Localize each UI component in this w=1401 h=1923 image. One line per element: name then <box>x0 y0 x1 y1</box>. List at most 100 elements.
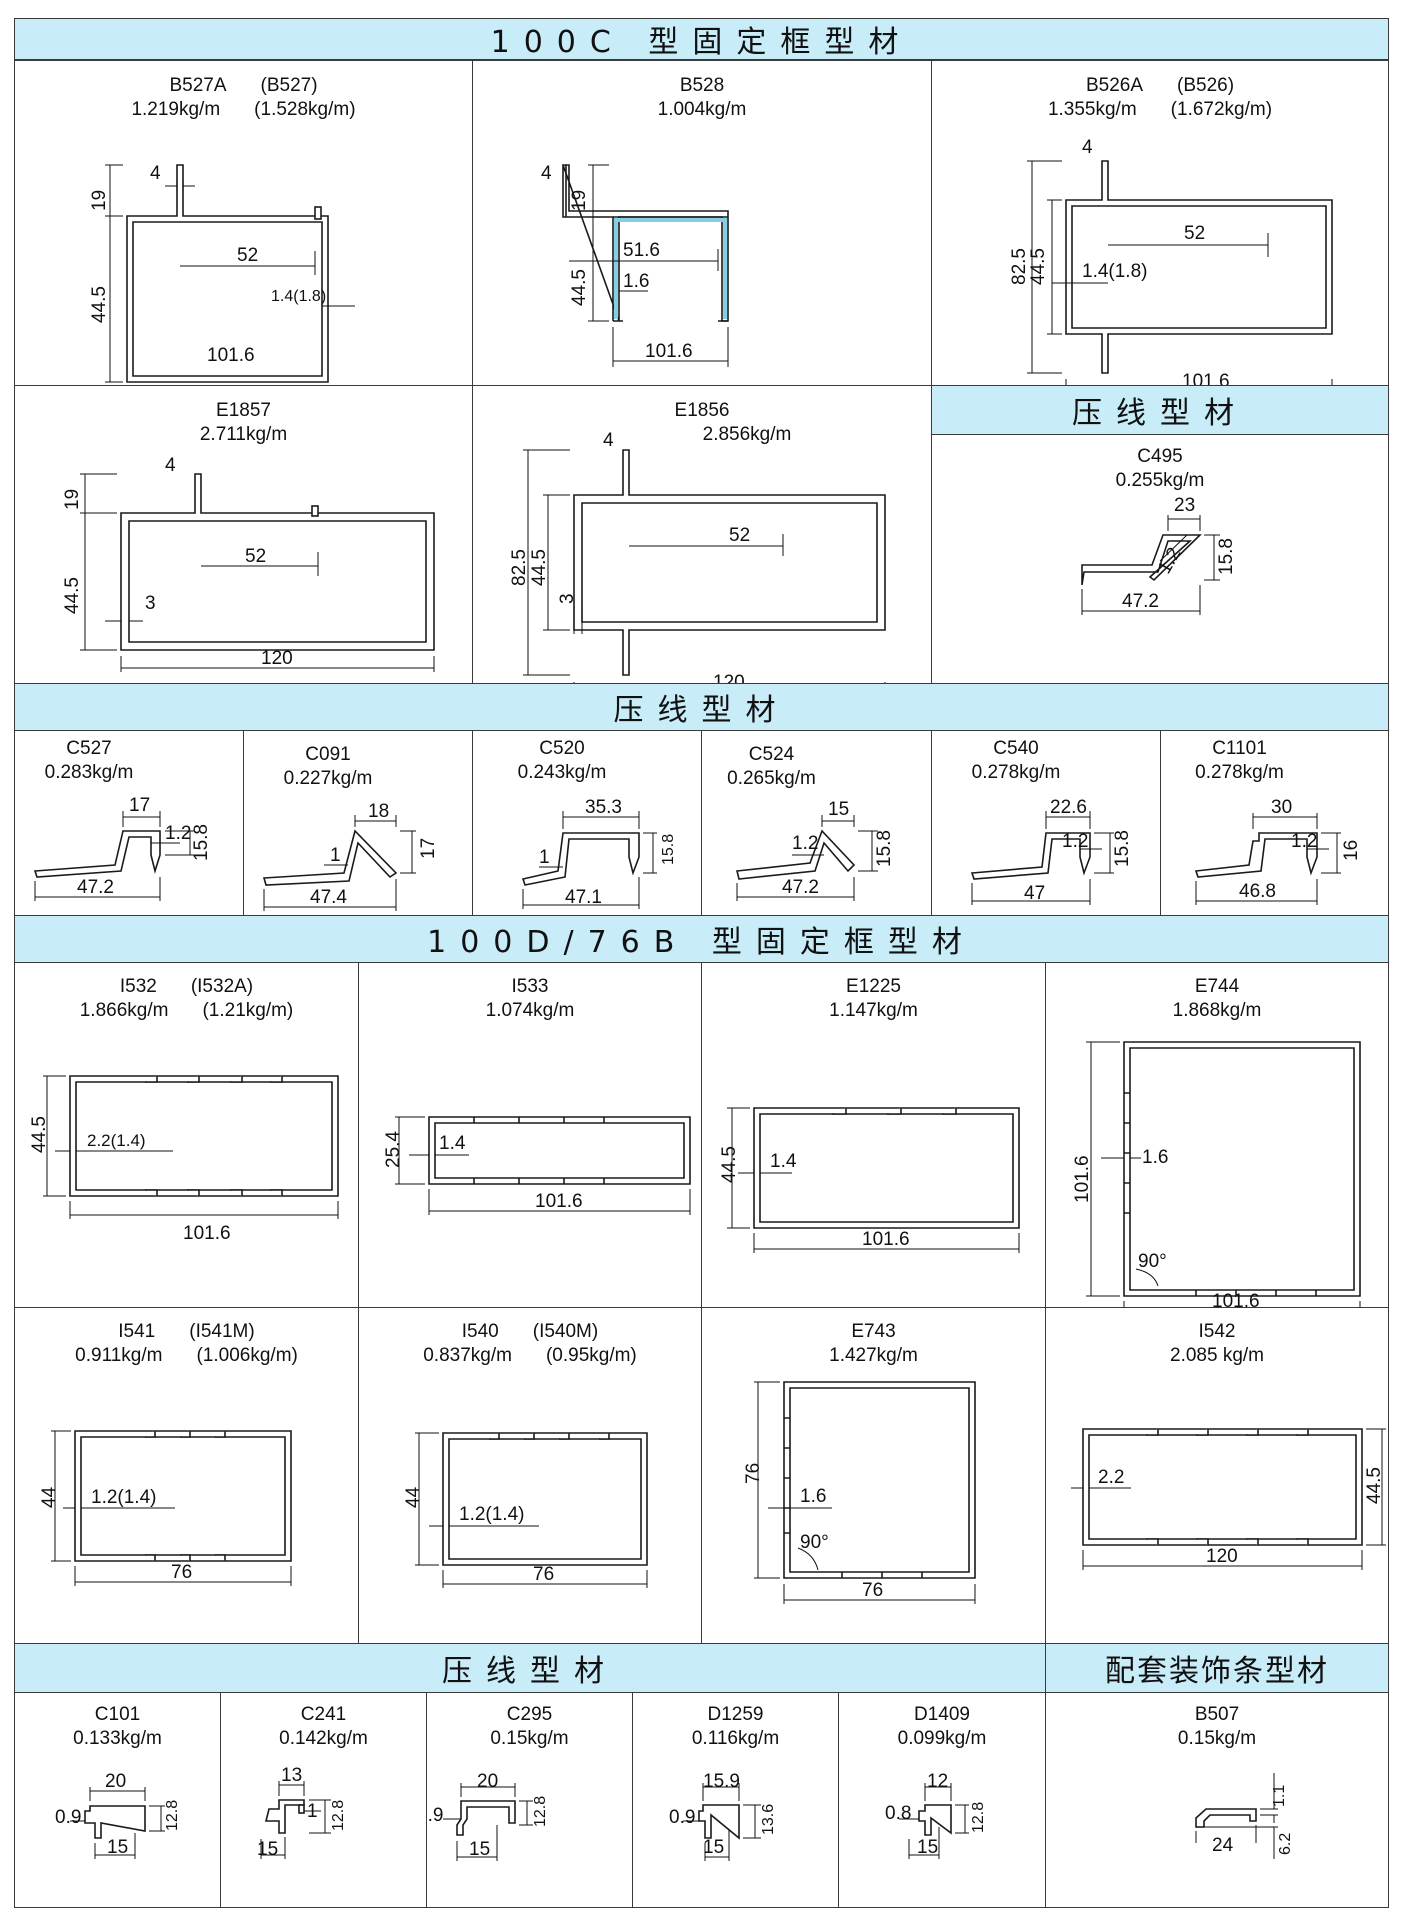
profile-drawing: 1.1 24 6.2 <box>1195 1773 1294 1859</box>
dim-52: 52 <box>237 245 258 266</box>
profile-weight: 0.15kg/m <box>1177 1728 1257 1749</box>
profile-drawing: 44.5 2.2(1.4) 101.6 <box>29 1075 339 1244</box>
dim-17: 17 <box>129 795 150 816</box>
dim-52: 52 <box>1184 223 1205 244</box>
profile-alt-code: (I540M) <box>532 1321 599 1342</box>
profile-caption: C101 0.133kg/m <box>15 1703 220 1751</box>
dim-23: 23 <box>1174 495 1195 516</box>
profile-code: D1409 <box>914 1704 970 1725</box>
profile-c1101: C1101 0.278kg/m 30 1.2 16 46.8 <box>1160 730 1389 916</box>
profile-caption: C091 0.227kg/m <box>244 743 442 791</box>
dim-0-9: 0.9 <box>55 1807 81 1828</box>
profile-weight: 1.355kg/m <box>1047 99 1137 120</box>
profile-drawing: 15.9 0.9 13.6 15 <box>669 1771 777 1861</box>
dim-44-5: 44.5 <box>569 269 590 306</box>
profile-code: I542 <box>1198 1321 1236 1342</box>
profile-caption: B528 1.004kg/m <box>473 74 931 122</box>
dim-wall: 1.6 <box>800 1486 826 1507</box>
profile-e743: E743 1.427kg/m 76 1.6 90° 76 <box>701 1307 1046 1644</box>
dim-46-8: 46.8 <box>1239 881 1276 902</box>
dim-47-2: 47.2 <box>77 877 114 898</box>
dim-47-4: 47.4 <box>310 887 347 908</box>
profile-drawing: 20 0.9 12.8 15 <box>55 1771 181 1859</box>
profile-i542: I542 2.085 kg/m 2.2 44.5 120 <box>1045 1307 1389 1644</box>
profile-d1259: D1259 0.116kg/m 15.9 0.9 13.6 15 <box>632 1692 839 1908</box>
dim-101-6: 101.6 <box>183 1223 231 1244</box>
dim-120: 120 <box>1206 1546 1238 1567</box>
dim-47: 47 <box>1024 883 1045 904</box>
dim-13-6: 13.6 <box>760 1804 777 1835</box>
dim-15: 15 <box>107 1837 128 1858</box>
band-title: 压线型材 <box>613 693 790 728</box>
profile-alt-weight: (1.672kg/m) <box>1170 99 1273 120</box>
dim-15: 15 <box>828 799 849 820</box>
profile-c295: C295 0.15kg/m 20 0.9 12.8 15 <box>426 1692 633 1908</box>
dim-1: 1 <box>330 845 341 866</box>
dim-12: 12 <box>927 1771 948 1792</box>
profile-caption: D1259 0.116kg/m <box>633 1703 838 1751</box>
catalog-sheet: 100C 型固定框型材 B527A(B527) 1.219kg/m(1.528k… <box>14 18 1389 1908</box>
profile-weight: 2.711kg/m <box>199 424 288 445</box>
band-title: 压线型材 <box>442 1654 618 1689</box>
profile-caption: I540(I540M) 0.837kg/m(0.95kg/m) <box>359 1320 701 1368</box>
profile-alt-weight: (0.95kg/m) <box>545 1345 637 1366</box>
dim-51-6: 51.6 <box>623 240 660 261</box>
profile-code: E1857 <box>216 400 271 421</box>
profile-drawing: 4 82.5 44.5 52 3 120 <box>509 430 886 684</box>
profile-b526a: B526A(B526) 1.355kg/m(1.672kg/m) 4 82.5 … <box>931 60 1389 386</box>
dim-1-2: 1.2 <box>792 833 818 854</box>
dim-44-5: 44.5 <box>719 1146 740 1183</box>
dim-17: 17 <box>418 838 439 859</box>
profile-weight: 0.116kg/m <box>691 1728 780 1749</box>
profile-drawing: 4 82.5 44.5 52 1.4(1.8) 101.6 <box>1009 137 1333 386</box>
profile-weight: 1.866kg/m <box>79 1000 169 1021</box>
profile-code: I541 <box>118 1321 156 1342</box>
dim-1: 1 <box>539 847 550 868</box>
dim-15-8: 15.8 <box>874 830 895 867</box>
profile-code: C241 <box>300 1704 347 1725</box>
dim-13: 13 <box>281 1765 302 1786</box>
profile-code: I533 <box>511 976 549 997</box>
dim-15-8: 15.8 <box>1216 538 1237 575</box>
profile-alt-code: (I541M) <box>189 1321 255 1342</box>
profile-e1857: E1857 2.711kg/m 4 19 52 44.5 3 120 <box>14 385 473 684</box>
profile-c524: C524 0.265kg/m 15 1.2 15.8 47.2 <box>701 730 932 916</box>
dim-44-5: 44.5 <box>1364 1467 1385 1504</box>
dim-wall: 1.6 <box>1142 1147 1168 1168</box>
dim-19: 19 <box>569 190 590 211</box>
profile-c495: C495 0.255kg/m 23 1.2 15.8 47.2 <box>931 434 1389 684</box>
band-press-line-c495: 压线型材 <box>931 385 1389 435</box>
profile-caption: I533 1.074kg/m <box>359 975 701 1023</box>
profile-weight: 0.133kg/m <box>73 1728 162 1749</box>
dim-52: 52 <box>729 525 750 546</box>
dim-44-5: 44.5 <box>1028 248 1049 285</box>
profile-code: C520 <box>539 738 585 759</box>
profile-drawing: 23 1.2 15.8 47.2 <box>1081 495 1237 615</box>
profile-drawing: 30 1.2 16 46.8 <box>1194 797 1362 905</box>
profile-i532: I532(I532A) 1.866kg/m(1.21kg/m) 44.5 2.2… <box>14 962 359 1308</box>
dim-101-6: 101.6 <box>1182 371 1230 386</box>
profile-weight: 0.278kg/m <box>971 762 1061 783</box>
dim-19: 19 <box>62 489 83 510</box>
profile-caption: E743 1.427kg/m <box>702 1320 1045 1368</box>
profile-caption: E1225 1.147kg/m <box>702 975 1045 1023</box>
band-title: 配套装饰条型材 <box>1105 1654 1329 1689</box>
dim-120: 120 <box>713 672 745 684</box>
dim-82-5: 82.5 <box>509 549 530 586</box>
dim-angle: 90° <box>800 1532 829 1553</box>
band-deco-strip: 配套装饰条型材 <box>1045 1643 1389 1693</box>
dim-47-2: 47.2 <box>1122 591 1159 612</box>
profile-code: C101 <box>94 1704 141 1725</box>
dim-15: 15 <box>703 1837 724 1858</box>
dim-12-8: 12.8 <box>970 1802 987 1833</box>
profile-i541: I541(I541M) 0.911kg/m(1.006kg/m) 44 1.2(… <box>14 1307 359 1644</box>
profile-caption: C295 0.15kg/m <box>427 1703 632 1751</box>
dim-4: 4 <box>541 163 552 184</box>
dim-76: 76 <box>533 1564 554 1585</box>
profile-code: C540 <box>993 738 1039 759</box>
profile-caption: I542 2.085 kg/m <box>1046 1320 1388 1368</box>
profile-weight: 0.837kg/m <box>423 1345 512 1366</box>
profile-weight: 0.911kg/m <box>75 1345 163 1366</box>
dim-76-h: 76 <box>743 1463 764 1484</box>
profile-caption: C495 0.255kg/m <box>932 445 1388 493</box>
